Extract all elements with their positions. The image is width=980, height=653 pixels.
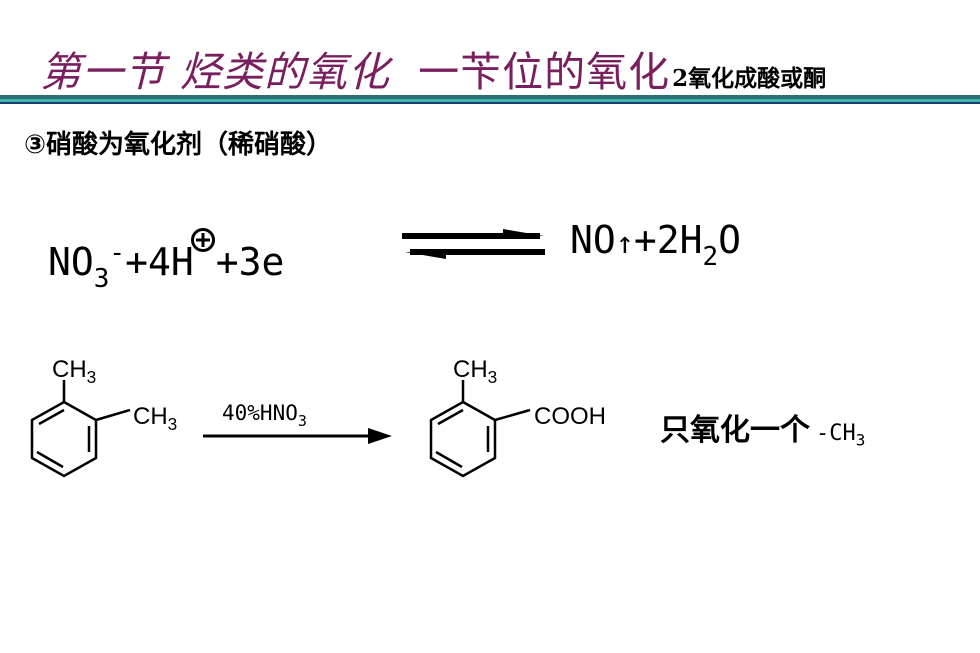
reactant-ch3-top: CH3 [52, 356, 96, 387]
gas-up-arrow: ↑ [615, 226, 634, 261]
title-rule-teal [0, 99, 980, 102]
note-text: 只氧化一个 [660, 413, 810, 448]
half-equation-left: NO3-+4H +3e [48, 218, 284, 294]
equilibrium-arrow-icon [402, 229, 545, 259]
reactant-ch3-right: CH3 [133, 403, 177, 434]
title-rule-navy [0, 102, 980, 104]
plus-circle-icon [190, 218, 216, 252]
title-rule-dark [0, 95, 980, 99]
slide-title: 第一节 烃类的氧化 一苄位的氧化2氧化成酸或酮 [40, 38, 826, 98]
section-heading: ③硝酸为氧化剂（稀硝酸） [24, 130, 333, 160]
eq-sub2: 2 [702, 242, 719, 272]
eq-no-product: NO [570, 218, 616, 262]
eq-no: NO [48, 240, 94, 284]
title-subtopic: 2氧化成酸或酮 [672, 65, 827, 92]
eq-sub3: 3 [93, 264, 110, 294]
reaction-arrow-icon [203, 428, 392, 444]
o-xylene-structure [30, 380, 131, 478]
note-group: -CH [816, 421, 856, 446]
product-ch3: CH3 [453, 356, 497, 387]
eq-plus-h: +4H [125, 240, 194, 284]
title-bar: 第一节 烃类的氧化 一苄位的氧化2氧化成酸或酮 [0, 0, 980, 100]
title-main-text: 一苄位的氧化 [418, 48, 671, 96]
oxidation-note: 只氧化一个-CH3 [660, 405, 865, 449]
title-section: 第一节 烃类的氧化 [40, 48, 391, 96]
eq-o: O [718, 218, 742, 262]
eq-plus-e: +3e [215, 240, 285, 284]
eq-plus-water: +2H [633, 218, 703, 262]
note-group-sub: 3 [855, 430, 866, 450]
eq-minus: - [109, 238, 126, 268]
note-ch3: -CH3 [816, 421, 866, 450]
reagent-label: 40%HNO3 [222, 401, 307, 430]
half-equation-right: NO↑+2H2O [570, 218, 741, 272]
toluic-acid-structure [429, 380, 531, 478]
product-cooh: COOH [534, 403, 606, 430]
